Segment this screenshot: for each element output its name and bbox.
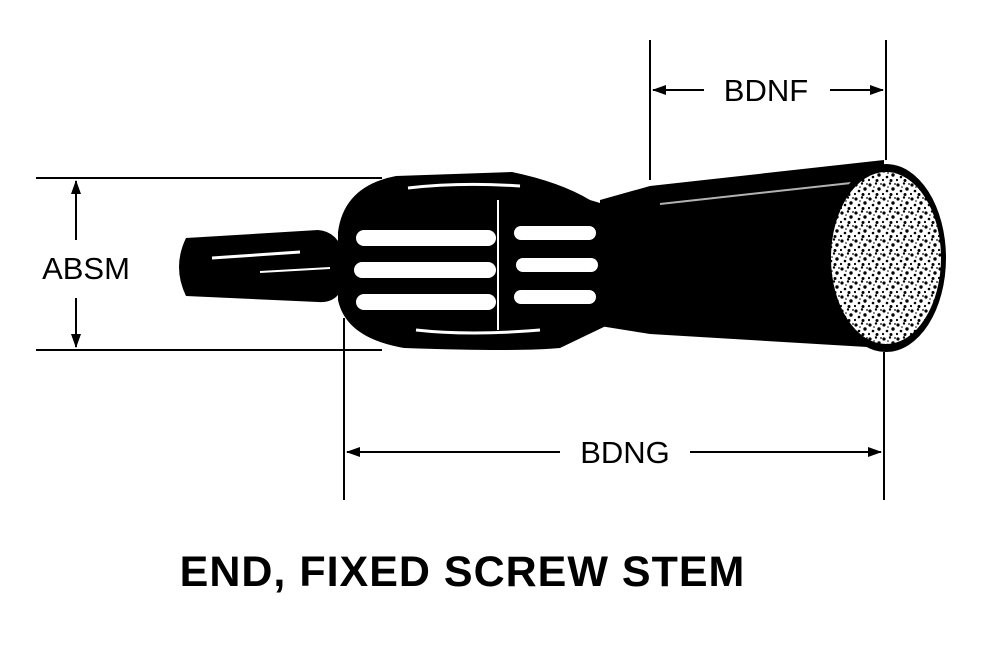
diagram-caption: END, FIXED SCREW STEM <box>179 548 746 596</box>
flute-highlight <box>516 258 598 272</box>
flute-highlight <box>356 230 496 246</box>
flute-highlight <box>514 290 596 304</box>
flute-highlight <box>514 226 596 240</box>
dimension-absm: ABSM <box>36 177 382 351</box>
dimension-label-absm: ABSM <box>42 251 130 286</box>
dimension-bdng: BDNG <box>343 318 885 500</box>
dimension-bdnf: BDNF <box>649 40 887 180</box>
screw-stem-end-icon <box>179 160 946 352</box>
flute-highlight <box>356 294 496 310</box>
flute-highlight <box>354 262 496 278</box>
dimension-label-bdnf: BDNF <box>724 73 808 108</box>
dimension-label-bdng: BDNG <box>580 435 670 470</box>
